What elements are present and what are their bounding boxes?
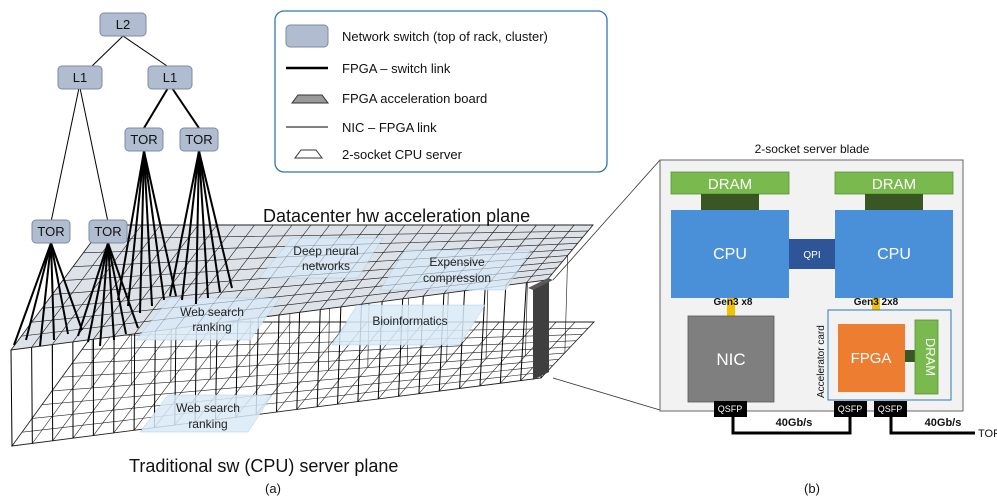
gen3-right-label: Gen3 2x8 xyxy=(854,297,899,308)
gen3-left-label: Gen3 x8 xyxy=(714,297,753,308)
switch-l1-left: L1 xyxy=(58,66,102,89)
switch-tor-1-label: TOR xyxy=(130,132,157,147)
qsfp-fpga-2-label: QSFP xyxy=(878,404,903,414)
plane-title-cpu: Traditional sw (CPU) server plane xyxy=(129,456,398,476)
dram-left-label: DRAM xyxy=(708,176,752,193)
dram-right-label: DRAM xyxy=(872,176,916,193)
switch-tor-4: TOR xyxy=(89,220,127,243)
network-tree xyxy=(51,36,199,222)
accelerator-card-label: Accelerator card xyxy=(816,325,827,398)
nic-fpga-link xyxy=(134,334,135,430)
dram-side-label: DRAM xyxy=(923,338,938,376)
switch-l2-label: L2 xyxy=(116,17,130,32)
region-label-compression-1: Expensive xyxy=(429,255,485,269)
region-label-bioinformatics: Bioinformatics xyxy=(372,314,447,328)
nic-fpga-link xyxy=(11,350,12,446)
region-label-websearch-top-1: Web search xyxy=(180,305,244,319)
accelerated-rack xyxy=(533,278,549,380)
legend-item-switch: Network switch (top of rack, cluster) xyxy=(342,29,548,44)
switch-tor-2-label: TOR xyxy=(185,132,212,147)
fpga-label: FPGA xyxy=(851,350,892,367)
legend-item-fpga-board: FPGA acceleration board xyxy=(342,91,487,106)
legend: Network switch (top of rack, cluster) FP… xyxy=(275,11,607,172)
dram-connector-right xyxy=(865,194,923,210)
region-label-websearch-bottom-1: Web search xyxy=(176,401,240,415)
switch-l2: L2 xyxy=(100,13,146,36)
link-fpga-tor-label: 40Gb/s xyxy=(925,417,962,429)
server-blade: 2-socket server blade DRAM DRAM CPU CPU … xyxy=(660,142,997,440)
fpga-dram-connector xyxy=(905,350,915,362)
switch-tor-3: TOR xyxy=(32,220,70,243)
region-label-dnn-1: Deep neural xyxy=(293,244,358,258)
legend-fpga-board-swatch xyxy=(292,95,328,103)
region-label-websearch-top-2: ranking xyxy=(192,320,231,334)
qsfp-fpga-1-label: QSFP xyxy=(838,404,863,414)
legend-item-fpga-switch-link: FPGA – switch link xyxy=(342,61,451,76)
switch-tor-1: TOR xyxy=(125,128,163,151)
qpi-label: QPI xyxy=(803,250,820,261)
switch-l1-left-label: L1 xyxy=(73,70,87,85)
link-nic-fpga-label: 40Gb/s xyxy=(776,417,813,429)
caption-b: (b) xyxy=(804,481,820,496)
switch-l1-right-label: L1 xyxy=(163,70,177,85)
switch-tor-3-label: TOR xyxy=(37,224,64,239)
zoom-line-bottom xyxy=(553,378,660,410)
region-label-dnn-2: networks xyxy=(302,259,350,273)
legend-switch-swatch xyxy=(286,25,328,47)
switch-tor-2: TOR xyxy=(180,128,218,151)
qsfp-nic-label: QSFP xyxy=(718,404,743,414)
cpu-right-label: CPU xyxy=(877,246,911,263)
legend-item-cpu-server: 2-socket CPU server xyxy=(342,147,463,162)
legend-item-nic-fpga-link: NIC – FPGA link xyxy=(342,120,437,135)
region-label-websearch-bottom-2: ranking xyxy=(188,417,227,431)
blade-title: 2-socket server blade xyxy=(755,142,870,156)
cpu-left-label: CPU xyxy=(713,246,747,263)
switch-tor-4-label: TOR xyxy=(94,224,121,239)
caption-a: (a) xyxy=(265,481,281,496)
nic-label: NIC xyxy=(716,350,745,369)
dram-connector-left xyxy=(701,194,759,210)
plane-title-acceleration: Datacenter hw acceleration plane xyxy=(263,206,530,226)
tor-out-label: TOR xyxy=(978,428,997,440)
region-label-compression-2: compression xyxy=(423,271,491,285)
zoom-line-top xyxy=(553,160,660,280)
bottom-plane xyxy=(12,322,594,446)
switch-l1-right: L1 xyxy=(148,66,192,89)
